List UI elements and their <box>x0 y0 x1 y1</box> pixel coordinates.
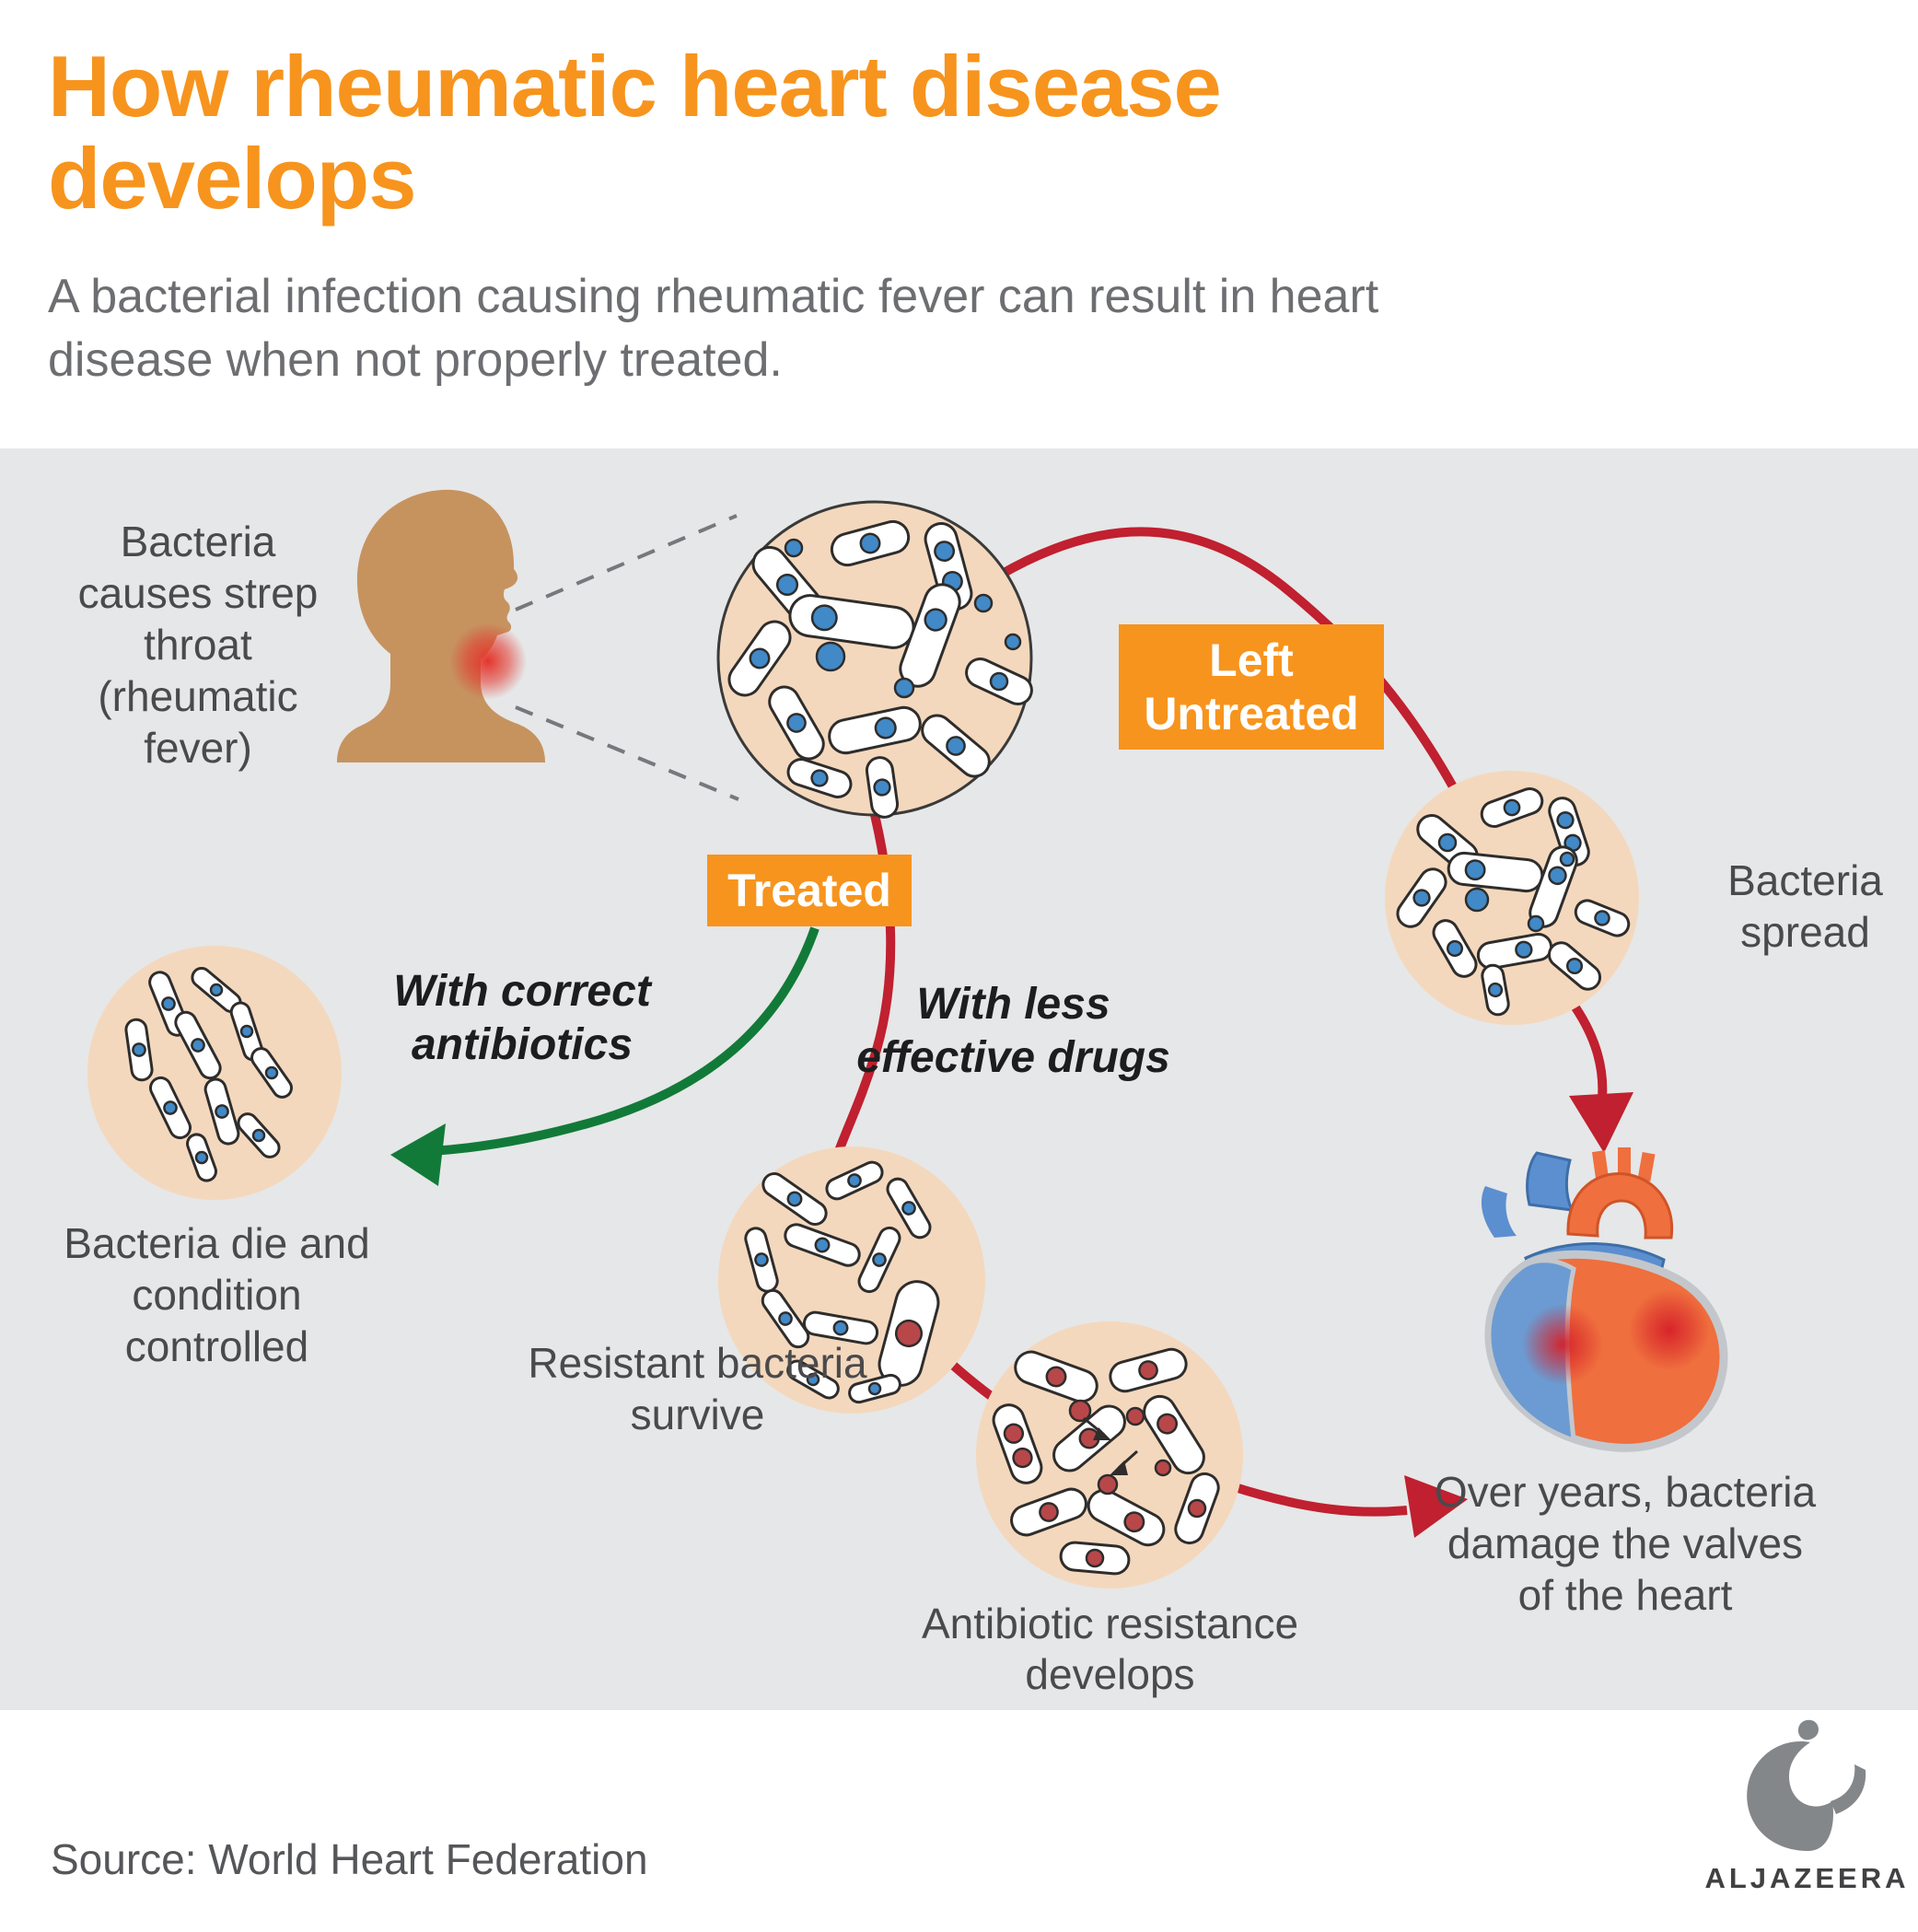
green-treated-arrow <box>430 926 820 1156</box>
antibiotic-resistance-label: Antibiotic resistance develops <box>921 1600 1299 1699</box>
page-subtitle: A bacterial infection causing rheumatic … <box>48 270 1379 387</box>
aljazeera-logo-icon <box>1747 1719 1866 1851</box>
resistant-bacteria-label: Resistant bacteria survive <box>528 1339 867 1439</box>
bacteria-circle-spread <box>1385 771 1639 1025</box>
strep-throat-label: Bacteria causes strep throat (rheumatic … <box>77 518 319 773</box>
treated-tag: Treated <box>707 855 912 926</box>
magnify-dashed-lines <box>515 514 739 801</box>
heart-damage-label: Over years, bacteria damage the valves o… <box>1434 1468 1817 1620</box>
bacteria-circle-resistant <box>718 1146 985 1414</box>
bacteria-spread-label: Bacteria spread <box>1727 856 1883 957</box>
valve-damage-glow-left <box>1522 1304 1603 1385</box>
green-arrowhead-left <box>390 1123 446 1186</box>
heart-illustration <box>1481 1147 1728 1452</box>
red-arrowhead-right <box>1404 1475 1468 1538</box>
source-credit: Source: World Heart Federation <box>51 1835 648 1883</box>
aljazeera-wordmark: ALJAZEERA <box>1704 1862 1910 1894</box>
left-untreated-tag: Left Untreated <box>1119 624 1384 750</box>
bacteria-circle-main <box>716 500 1033 819</box>
bacteria-die-label: Bacteria die and condition controlled <box>64 1219 370 1371</box>
with-less-effective-drugs-label: With less effective drugs <box>856 980 1170 1082</box>
page-title: How rheumatic heart disease develops <box>48 38 1222 227</box>
sore-throat-glow <box>449 623 527 700</box>
red-arrowhead-down <box>1569 1092 1633 1153</box>
bacteria-circle-die <box>87 946 342 1200</box>
valve-damage-glow-right <box>1629 1289 1710 1370</box>
head-silhouette <box>337 489 545 762</box>
with-correct-antibiotics-label: With correct antibiotics <box>393 967 651 1069</box>
bacteria-circle-resistance-develops <box>976 1321 1243 1589</box>
gene-transfer-arrows <box>1083 1416 1139 1475</box>
